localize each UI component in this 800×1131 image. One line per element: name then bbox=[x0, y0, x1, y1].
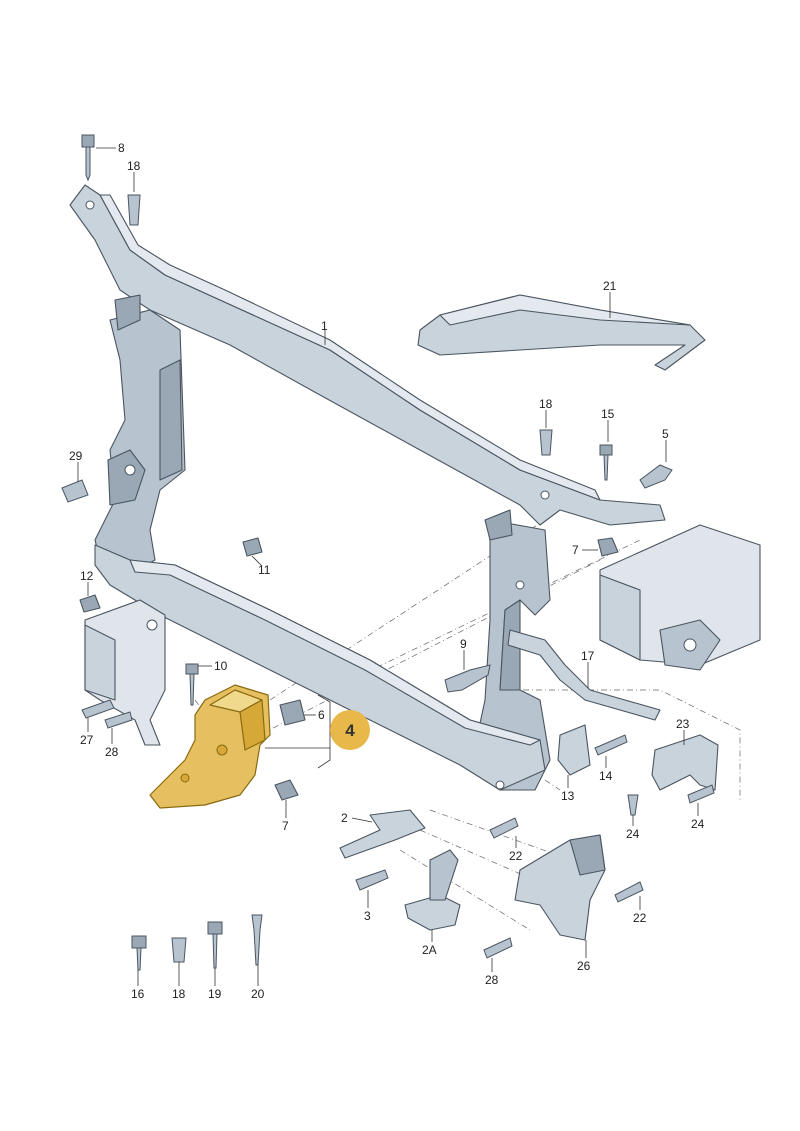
radiator-support-frame bbox=[69, 184, 666, 791]
callout-7: 7 bbox=[572, 543, 579, 557]
nut-7-lower bbox=[274, 779, 299, 801]
callout-13: 13 bbox=[561, 789, 575, 803]
callout-10: 10 bbox=[214, 659, 228, 673]
callout-leaders bbox=[77, 147, 699, 986]
callout-24: 24 bbox=[626, 827, 640, 841]
callout-17: 17 bbox=[581, 649, 595, 663]
left-mounting-bracket bbox=[84, 599, 166, 746]
callout-22: 22 bbox=[509, 849, 523, 863]
badge-label: 4 bbox=[345, 721, 355, 740]
nut-7-upper bbox=[597, 537, 619, 557]
callout-20: 20 bbox=[251, 987, 265, 1001]
callout-14: 14 bbox=[599, 769, 613, 783]
callout-12: 12 bbox=[80, 569, 94, 583]
clip-11 bbox=[242, 537, 263, 557]
clip-nut-6 bbox=[279, 699, 306, 726]
sensor-bracket-23 bbox=[651, 734, 719, 791]
callout-19: 19 bbox=[208, 987, 222, 1001]
callout-28: 28 bbox=[105, 745, 119, 759]
callout-labels: 8 18 1 21 18 15 5 29 7 11 12 9 17 10 6 2… bbox=[69, 141, 705, 1001]
callout-8: 8 bbox=[118, 141, 125, 155]
longitudinal-member bbox=[599, 524, 761, 671]
callout-18: 18 bbox=[172, 987, 186, 1001]
fasteners bbox=[61, 134, 715, 971]
callout-16: 16 bbox=[131, 987, 145, 1001]
callout-11: 11 bbox=[258, 563, 271, 577]
bracket-13 bbox=[557, 724, 591, 776]
callout-24: 24 bbox=[691, 817, 705, 831]
air-guide bbox=[417, 294, 706, 371]
part-4-badge: 4 bbox=[330, 710, 370, 750]
callout-22: 22 bbox=[633, 911, 647, 925]
callout-29: 29 bbox=[69, 449, 83, 463]
callout-2: 2 bbox=[341, 811, 348, 825]
callout-1: 1 bbox=[321, 319, 328, 333]
callout-21: 21 bbox=[603, 279, 617, 293]
callout-23: 23 bbox=[676, 717, 690, 731]
callout-26: 26 bbox=[577, 959, 591, 973]
callout-2a: 2A bbox=[422, 943, 437, 957]
callout-18: 18 bbox=[127, 159, 141, 173]
small-parts bbox=[79, 537, 719, 941]
strut-17 bbox=[507, 629, 661, 721]
callout-9: 9 bbox=[460, 637, 467, 651]
callout-27: 27 bbox=[80, 733, 94, 747]
callout-7: 7 bbox=[282, 819, 289, 833]
callout-28: 28 bbox=[485, 973, 499, 987]
lock-2 bbox=[339, 809, 426, 859]
highlighted-bracket-part-4 bbox=[149, 684, 271, 809]
callout-5: 5 bbox=[662, 427, 669, 441]
clip-12 bbox=[79, 594, 101, 613]
badge-circle bbox=[330, 710, 370, 750]
callout-18: 18 bbox=[539, 397, 553, 411]
callout-3: 3 bbox=[364, 909, 371, 923]
callout-6: 6 bbox=[318, 708, 325, 722]
callout-15: 15 bbox=[601, 407, 615, 421]
